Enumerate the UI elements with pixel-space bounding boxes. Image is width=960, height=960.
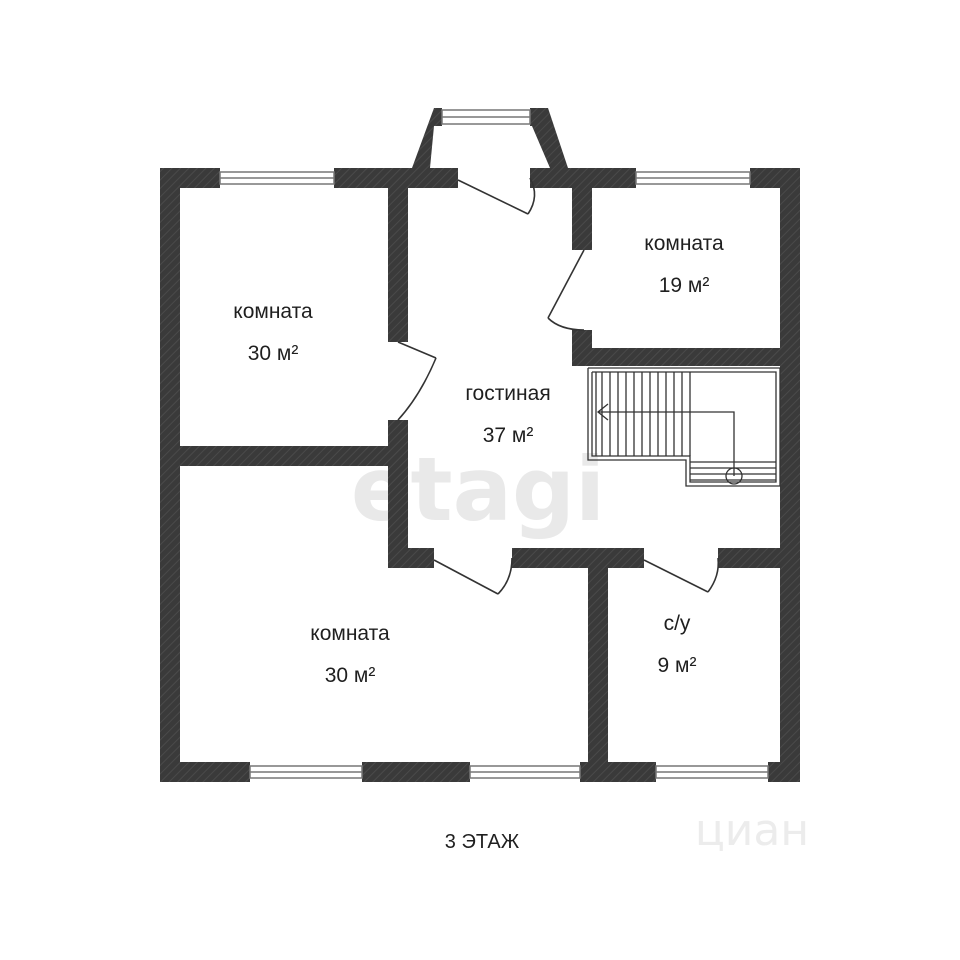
- wall-outer-left: [160, 168, 180, 782]
- windows: [219, 109, 769, 779]
- bathroom-area: 9 м²: [658, 654, 697, 677]
- wall-top-left-b: [334, 168, 458, 188]
- door-bay: [457, 177, 536, 215]
- wall-left-room-right-lower: [388, 420, 408, 568]
- door-bottom-room: [433, 557, 513, 595]
- wall-hall-bottom-c: [718, 548, 780, 568]
- room-top-right-name: комната: [644, 232, 724, 255]
- wall-bay-right: [530, 108, 568, 168]
- window-bottom-b: [469, 765, 581, 779]
- door-left-room-top: [397, 341, 437, 421]
- room-top-left-name: комната: [233, 300, 313, 323]
- watermark-cian: циан: [695, 805, 809, 856]
- room-bottom-left-area: 30 м²: [325, 664, 376, 687]
- living-room-area: 37 м²: [483, 424, 534, 447]
- wall-left-room-right-upper: [388, 188, 408, 342]
- bathroom-name: с/у: [664, 612, 691, 635]
- wall-hall-bottom-b: [512, 548, 644, 568]
- wall-bottom-a: [160, 762, 250, 782]
- wall-bay-left: [412, 108, 442, 168]
- doors: [397, 177, 720, 595]
- wall-bottom-b: [362, 762, 470, 782]
- wall-bottom-d: [768, 762, 800, 782]
- walls: [160, 108, 800, 782]
- door-room19: [547, 249, 585, 331]
- wall-outer-right: [780, 168, 800, 782]
- wall-top-right-a: [530, 168, 636, 188]
- wall-room19-bottom: [572, 348, 780, 366]
- room-top-right-area: 19 м²: [659, 274, 710, 297]
- wall-room19-left-upper: [572, 188, 592, 250]
- window-bottom-c: [655, 765, 769, 779]
- window-top-right: [635, 171, 751, 185]
- room-bottom-left-name: комната: [310, 622, 390, 645]
- floor-label: 3 ЭТАЖ: [445, 831, 520, 853]
- room-top-left-area: 30 м²: [248, 342, 299, 365]
- wall-bathroom-left: [588, 566, 608, 782]
- staircase: [587, 367, 781, 487]
- wall-left-rooms-divider: [180, 446, 390, 466]
- window-top-left: [219, 171, 335, 185]
- window-bay: [441, 109, 531, 125]
- window-bottom-a: [249, 765, 363, 779]
- living-room-name: гостиная: [465, 382, 550, 405]
- wall-hall-bottom-a: [388, 548, 434, 568]
- door-bathroom: [643, 557, 720, 593]
